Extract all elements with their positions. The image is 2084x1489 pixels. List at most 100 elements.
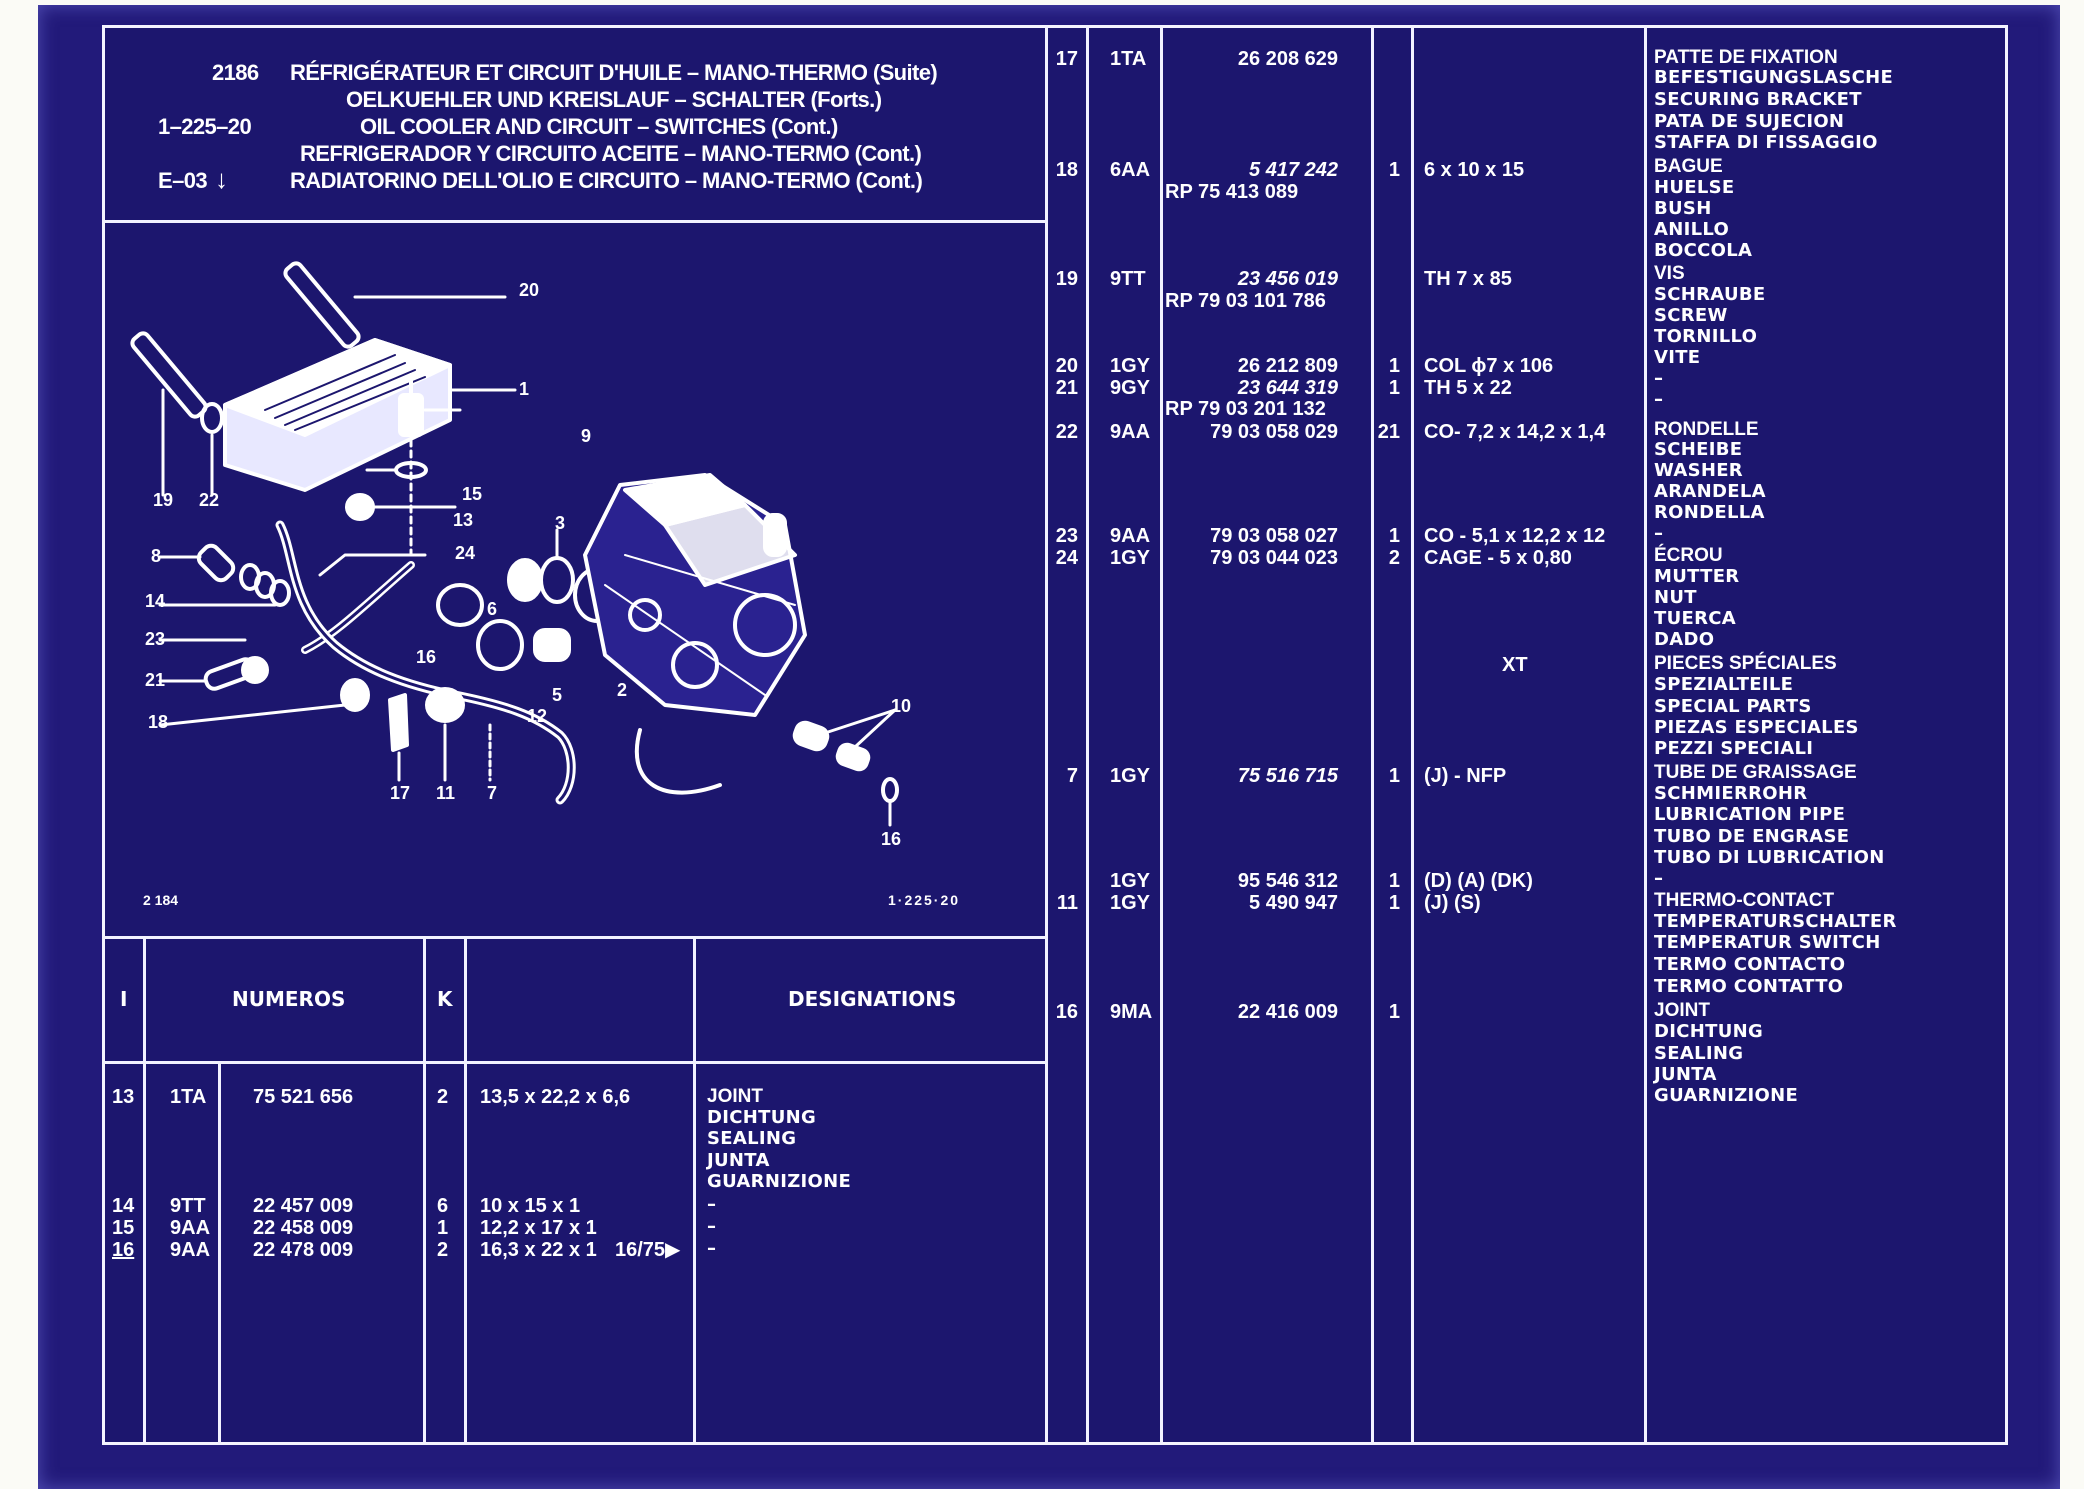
row-qty: 21	[1377, 421, 1400, 443]
callout-11: 11	[436, 783, 456, 803]
row-qty: 2	[437, 1239, 449, 1261]
row-code: 9GY	[1110, 377, 1151, 399]
row-index: 16	[1055, 1001, 1078, 1023]
row-number: 79 03 058 027	[1210, 525, 1338, 547]
row-qty: 2	[437, 1086, 449, 1108]
row-dims: 6 x 10 x 15	[1424, 159, 1525, 181]
row-designation: –	[707, 1238, 717, 1259]
designation-heading: PIECES SPÉCIALES	[1654, 653, 1837, 674]
designation-translation: ARANDELA	[1654, 481, 1766, 502]
row-designation-de: DICHTUNG	[707, 1107, 817, 1128]
row-qty: 1	[1388, 159, 1400, 181]
designation-translation: TUBO DE ENGRASE	[1654, 826, 1850, 847]
designation-translation: PEZZI SPECIALI	[1654, 738, 1814, 759]
callout-4: 4	[524, 564, 535, 584]
row-index: 21	[1055, 377, 1078, 399]
row-number: 95 546 312	[1237, 870, 1338, 892]
designation-translation: BUSH	[1654, 198, 1712, 219]
row-code: 1GY	[1110, 765, 1151, 787]
washer-16-drawing	[881, 777, 899, 803]
callout-9: 9	[581, 426, 592, 446]
union-21-drawing	[203, 657, 257, 691]
row-designation-it: GUARNIZIONE	[707, 1171, 852, 1192]
title-fr: RÉFRIGÉRATEUR ET CIRCUIT D'HUILE – MANO-…	[290, 60, 938, 85]
col-header-k: K	[437, 987, 453, 1011]
sensor-10b-drawing	[835, 742, 871, 772]
row-number: 23 456 019	[1237, 268, 1338, 290]
callout-6: 6	[487, 599, 498, 619]
row-dims: 12,2 x 17 x 1	[480, 1217, 597, 1239]
row-qty: 1	[1388, 355, 1400, 377]
row-code: 6AA	[1110, 159, 1151, 181]
callout-22: 22	[199, 490, 220, 510]
bolt-19-drawing	[130, 331, 208, 497]
row-dims: (J) (S)	[1424, 892, 1481, 914]
row-number: 75 516 715	[1237, 765, 1338, 787]
designation-translation: BEFESTIGUNGSLASCHE	[1654, 67, 1894, 88]
callout-14: 14	[145, 591, 166, 611]
callout-10: 10	[891, 696, 912, 716]
row-dims: TH 7 x 85	[1424, 268, 1512, 290]
row-dims: CO- 7,2 x 14,2 x 1,4	[1424, 421, 1606, 443]
callout-16: 16	[416, 647, 437, 667]
callout-5: 5	[552, 685, 563, 705]
divider-left-right	[1045, 25, 1048, 1445]
designation-heading: ÉCROU	[1654, 545, 1723, 566]
header-bottom-line	[102, 220, 1048, 223]
callout-2: 2	[617, 680, 628, 700]
row-index: 22	[1055, 421, 1078, 443]
designation-translation: DICHTUNG	[1654, 1021, 1764, 1042]
row-dims: (D) (A) (DK)	[1424, 870, 1533, 892]
left-table-header-line	[102, 1061, 1048, 1064]
designation-translation: ANILLO	[1654, 219, 1730, 240]
designation-translation: TUBO DI LUBRICATION	[1654, 847, 1885, 868]
plug-13-drawing	[345, 493, 375, 521]
designation-translation: SCHEIBE	[1654, 439, 1743, 460]
plate-label-right: 1·225·20	[888, 892, 961, 908]
row-index: 20	[1055, 355, 1078, 377]
designation-translation: TUERCA	[1654, 608, 1736, 629]
row-qty: 2	[1388, 547, 1400, 569]
row-index: 18	[1055, 159, 1078, 181]
right-col-dims	[1644, 25, 1647, 1445]
callout-1: 1	[519, 379, 530, 399]
row-qty: 1	[1388, 870, 1400, 892]
plate-label-left: 2 184	[143, 892, 179, 908]
designation-heading: VIS	[1654, 263, 1685, 284]
callout-13: 13	[453, 510, 474, 530]
designation-translation: NUT	[1654, 587, 1697, 608]
row-code: 1GY	[1110, 547, 1151, 569]
designation-translation: JUNTA	[1654, 1064, 1717, 1085]
designation-translation: TERMO CONTACTO	[1654, 954, 1846, 975]
designation-heading: JOINT	[1654, 1000, 1710, 1021]
left-col-index	[143, 936, 146, 1445]
row-number: 26 212 809	[1237, 355, 1338, 377]
row-index: 13	[112, 1086, 135, 1108]
row-dims: 10 x 15 x 1	[480, 1195, 581, 1217]
row-code: 9TT	[1110, 268, 1146, 290]
designation-translation: TEMPERATURSCHALTER	[1654, 911, 1897, 932]
row-index: 23	[1055, 525, 1078, 547]
col-header-index: I	[120, 987, 128, 1011]
row-code: 9AA	[1110, 421, 1151, 443]
callout-7: 7	[487, 783, 498, 803]
row-code: 1GY	[1110, 355, 1151, 377]
title-de: OELKUEHLER UND KREISLAUF – SCHALTER (For…	[346, 87, 882, 112]
row-number: 22 457 009	[253, 1195, 354, 1217]
row-qty: 1	[1388, 1001, 1400, 1023]
row-index: 24	[1055, 547, 1078, 569]
row-code: 1GY	[1110, 892, 1151, 914]
designation-translation: HUELSE	[1654, 177, 1735, 198]
callout-24: 24	[455, 543, 476, 563]
title-en: OIL COOLER AND CIRCUIT – SWITCHES (Cont.…	[360, 114, 838, 139]
designation-translation: PIEZAS ESPECIALES	[1654, 717, 1859, 738]
thermo-contact-11-drawing	[425, 687, 465, 723]
designation-translation: DADO	[1654, 629, 1715, 650]
row-code: 9AA	[1110, 525, 1151, 547]
row-number: 79 03 044 023	[1210, 547, 1338, 569]
callout-12: 12	[527, 706, 548, 726]
callout-23: 23	[145, 629, 166, 649]
callout-17: 17	[390, 783, 411, 803]
row-qty: 6	[437, 1195, 449, 1217]
oil-cooler-1-drawing	[223, 338, 517, 492]
